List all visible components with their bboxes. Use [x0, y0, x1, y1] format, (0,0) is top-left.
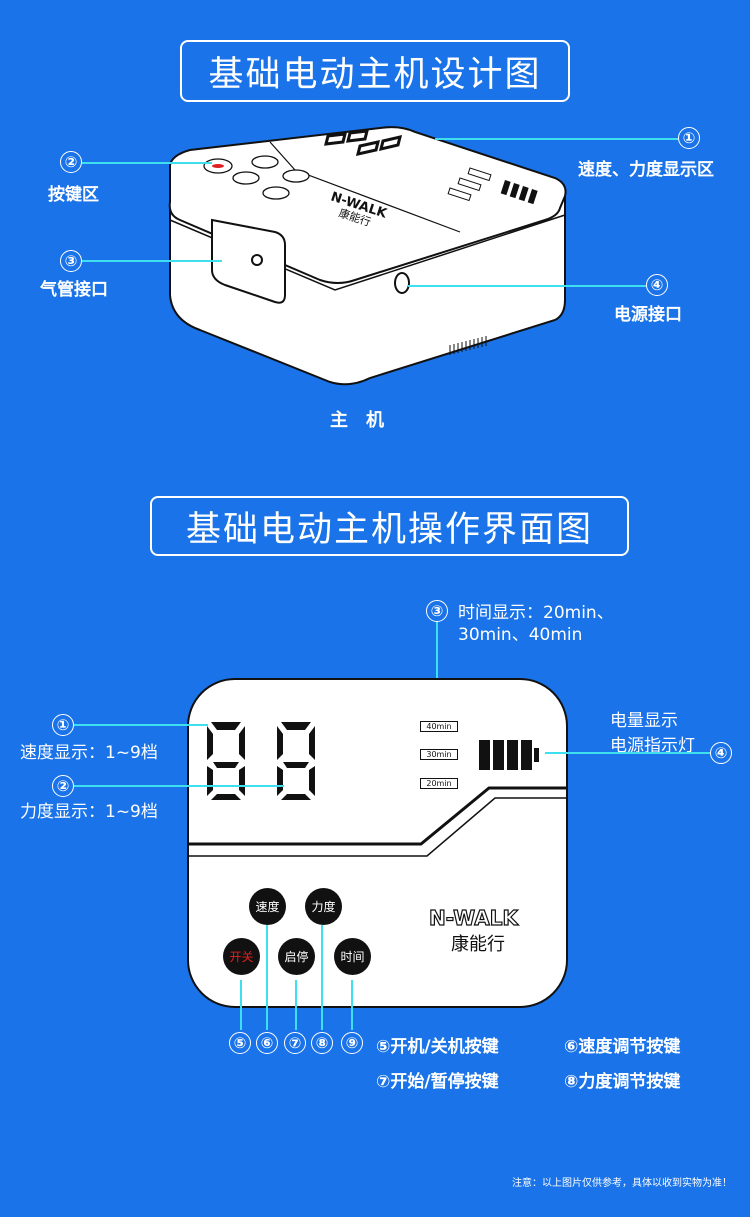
num-6: ⑥ [256, 1032, 278, 1054]
battery-icon [479, 740, 539, 770]
power-port [394, 272, 410, 294]
legend-5: ⑤开机/关机按键 [376, 1037, 499, 1057]
callout1-num: ① [678, 127, 700, 149]
power-button[interactable]: 开关 [223, 938, 260, 975]
legend-7: ⑦开始/暂停按键 [376, 1072, 499, 1092]
s2-callout3-num: ③ [426, 600, 448, 622]
s2-callout2-num: ② [52, 775, 74, 797]
num-7: ⑦ [284, 1032, 306, 1054]
legend-8: ⑧力度调节按键 [564, 1072, 681, 1092]
callout3-num: ③ [60, 250, 82, 272]
s2-callout3-line2: 30min、40min [458, 625, 583, 645]
section2-title-text: 基础电动主机操作界面图 [185, 509, 593, 550]
callout2-label: 按键区 [48, 185, 99, 205]
s2-callout1-label: 速度显示：1~9档 [20, 743, 158, 763]
s2-callout3-line1: 时间显示：20min、 [458, 603, 614, 623]
speed-button[interactable]: 速度 [249, 888, 286, 925]
s2-callout4-line2: 电源指示灯 [610, 736, 695, 756]
start-stop-button[interactable]: 启停 [278, 938, 315, 975]
panel-logo: N-WALK [429, 906, 520, 930]
s2-callout4-num: ④ [710, 742, 732, 764]
section1-caption: 主 机 [330, 410, 384, 431]
num-9: ⑨ [341, 1032, 363, 1054]
control-panel: N-WALK 康能行 40min 30min 20min 速度 力度 开关 启停… [187, 678, 568, 1008]
callout2-num: ② [60, 151, 82, 173]
callout3-label: 气管接口 [40, 280, 108, 300]
section1-title: 基础电动主机设计图 [180, 40, 570, 102]
num-5: ⑤ [229, 1032, 251, 1054]
panel-logo-cn: 康能行 [451, 934, 505, 955]
top-buttons [203, 155, 310, 200]
time-40min: 40min [420, 721, 458, 732]
s2-callout1-num: ① [52, 714, 74, 736]
time-button[interactable]: 时间 [334, 938, 371, 975]
disclaimer-note: 注意：以上图片仅供参考，具体以收到实物为准！ [512, 1178, 732, 1189]
air-port [211, 218, 286, 304]
s2-callout2-label: 力度显示：1~9档 [20, 802, 158, 822]
time-20min: 20min [420, 778, 458, 789]
section2-title: 基础电动主机操作界面图 [150, 496, 629, 556]
num-8: ⑧ [311, 1032, 333, 1054]
callout4-label: 电源接口 [614, 305, 682, 325]
callout1-label: 速度、力度显示区 [578, 160, 714, 180]
force-button[interactable]: 力度 [305, 888, 342, 925]
section1-title-text: 基础电动主机设计图 [208, 54, 542, 95]
top-digits [324, 129, 403, 156]
time-30min: 30min [420, 749, 458, 760]
callout4-num: ④ [646, 274, 668, 296]
speed-force-digits [207, 722, 315, 800]
main-unit-illustration: N-WALK 康能行 [168, 126, 567, 386]
s2-callout4-line1: 电量显示 [610, 711, 678, 731]
legend-6: ⑥速度调节按键 [564, 1037, 681, 1057]
